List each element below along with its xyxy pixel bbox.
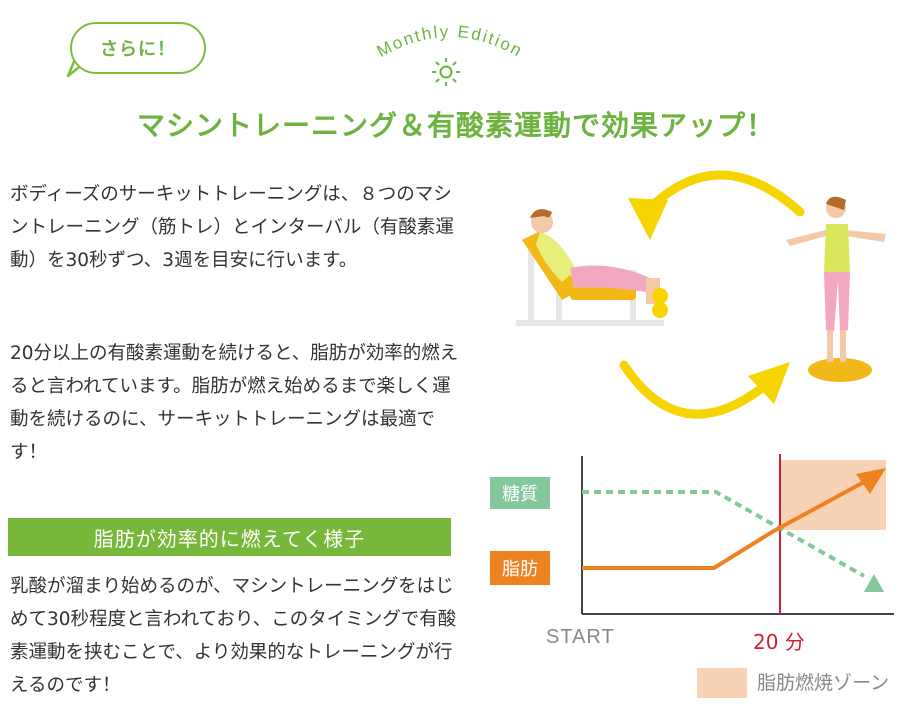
series-label-fat: 脂肪 [490,551,550,585]
paragraph-aerobic: 20分以上の有酸素運動を続けると、脂肪が効率的燃えると言われています。脂肪が燃え… [10,343,459,463]
series-sugar-line [582,490,865,578]
legend-label: 脂肪燃焼ゾーン [757,672,890,694]
cycle-arrow-top-icon [628,170,805,240]
cycle-arrow-bottom-icon [619,360,790,419]
legend-swatch [697,668,747,698]
paragraph-intro: ボディーズのサーキットトレーニングは、８つのマシントレーニング（筋トレ）とインタ… [10,184,454,271]
edition-label: Monthly Edition [374,22,527,61]
training-cycle-illustration [516,170,886,419]
paragraph-lactic: 乳酸が溜まり始めるのが、マシントレーニングをはじめて30秒程度と言われており、こ… [10,576,457,696]
x-tick-20min: 20 分 [753,630,805,654]
balance-board-woman-icon [786,196,886,382]
x-tick-start: START [546,626,615,648]
sun-icon [432,58,460,86]
machine-training-woman-icon [516,209,668,326]
bubble-text: さらに！ [100,39,176,60]
fat-burning-chart [581,454,894,615]
section-heading: 脂肪が効率的に燃えてく様子 [8,518,451,556]
series-sugar-end-marker [864,574,884,592]
series-fat-arrow-icon [856,468,886,494]
speech-bubble: さらに！ [70,22,206,74]
series-label-sugar: 糖質 [490,477,550,509]
page-title: マシントレーニング＆有酸素運動で効果アップ！ [136,109,775,142]
section-heading-text: 脂肪が効率的に燃えてく様子 [93,526,366,551]
series-fat-line [582,480,865,570]
edition-badge: Monthly Edition [374,22,527,86]
